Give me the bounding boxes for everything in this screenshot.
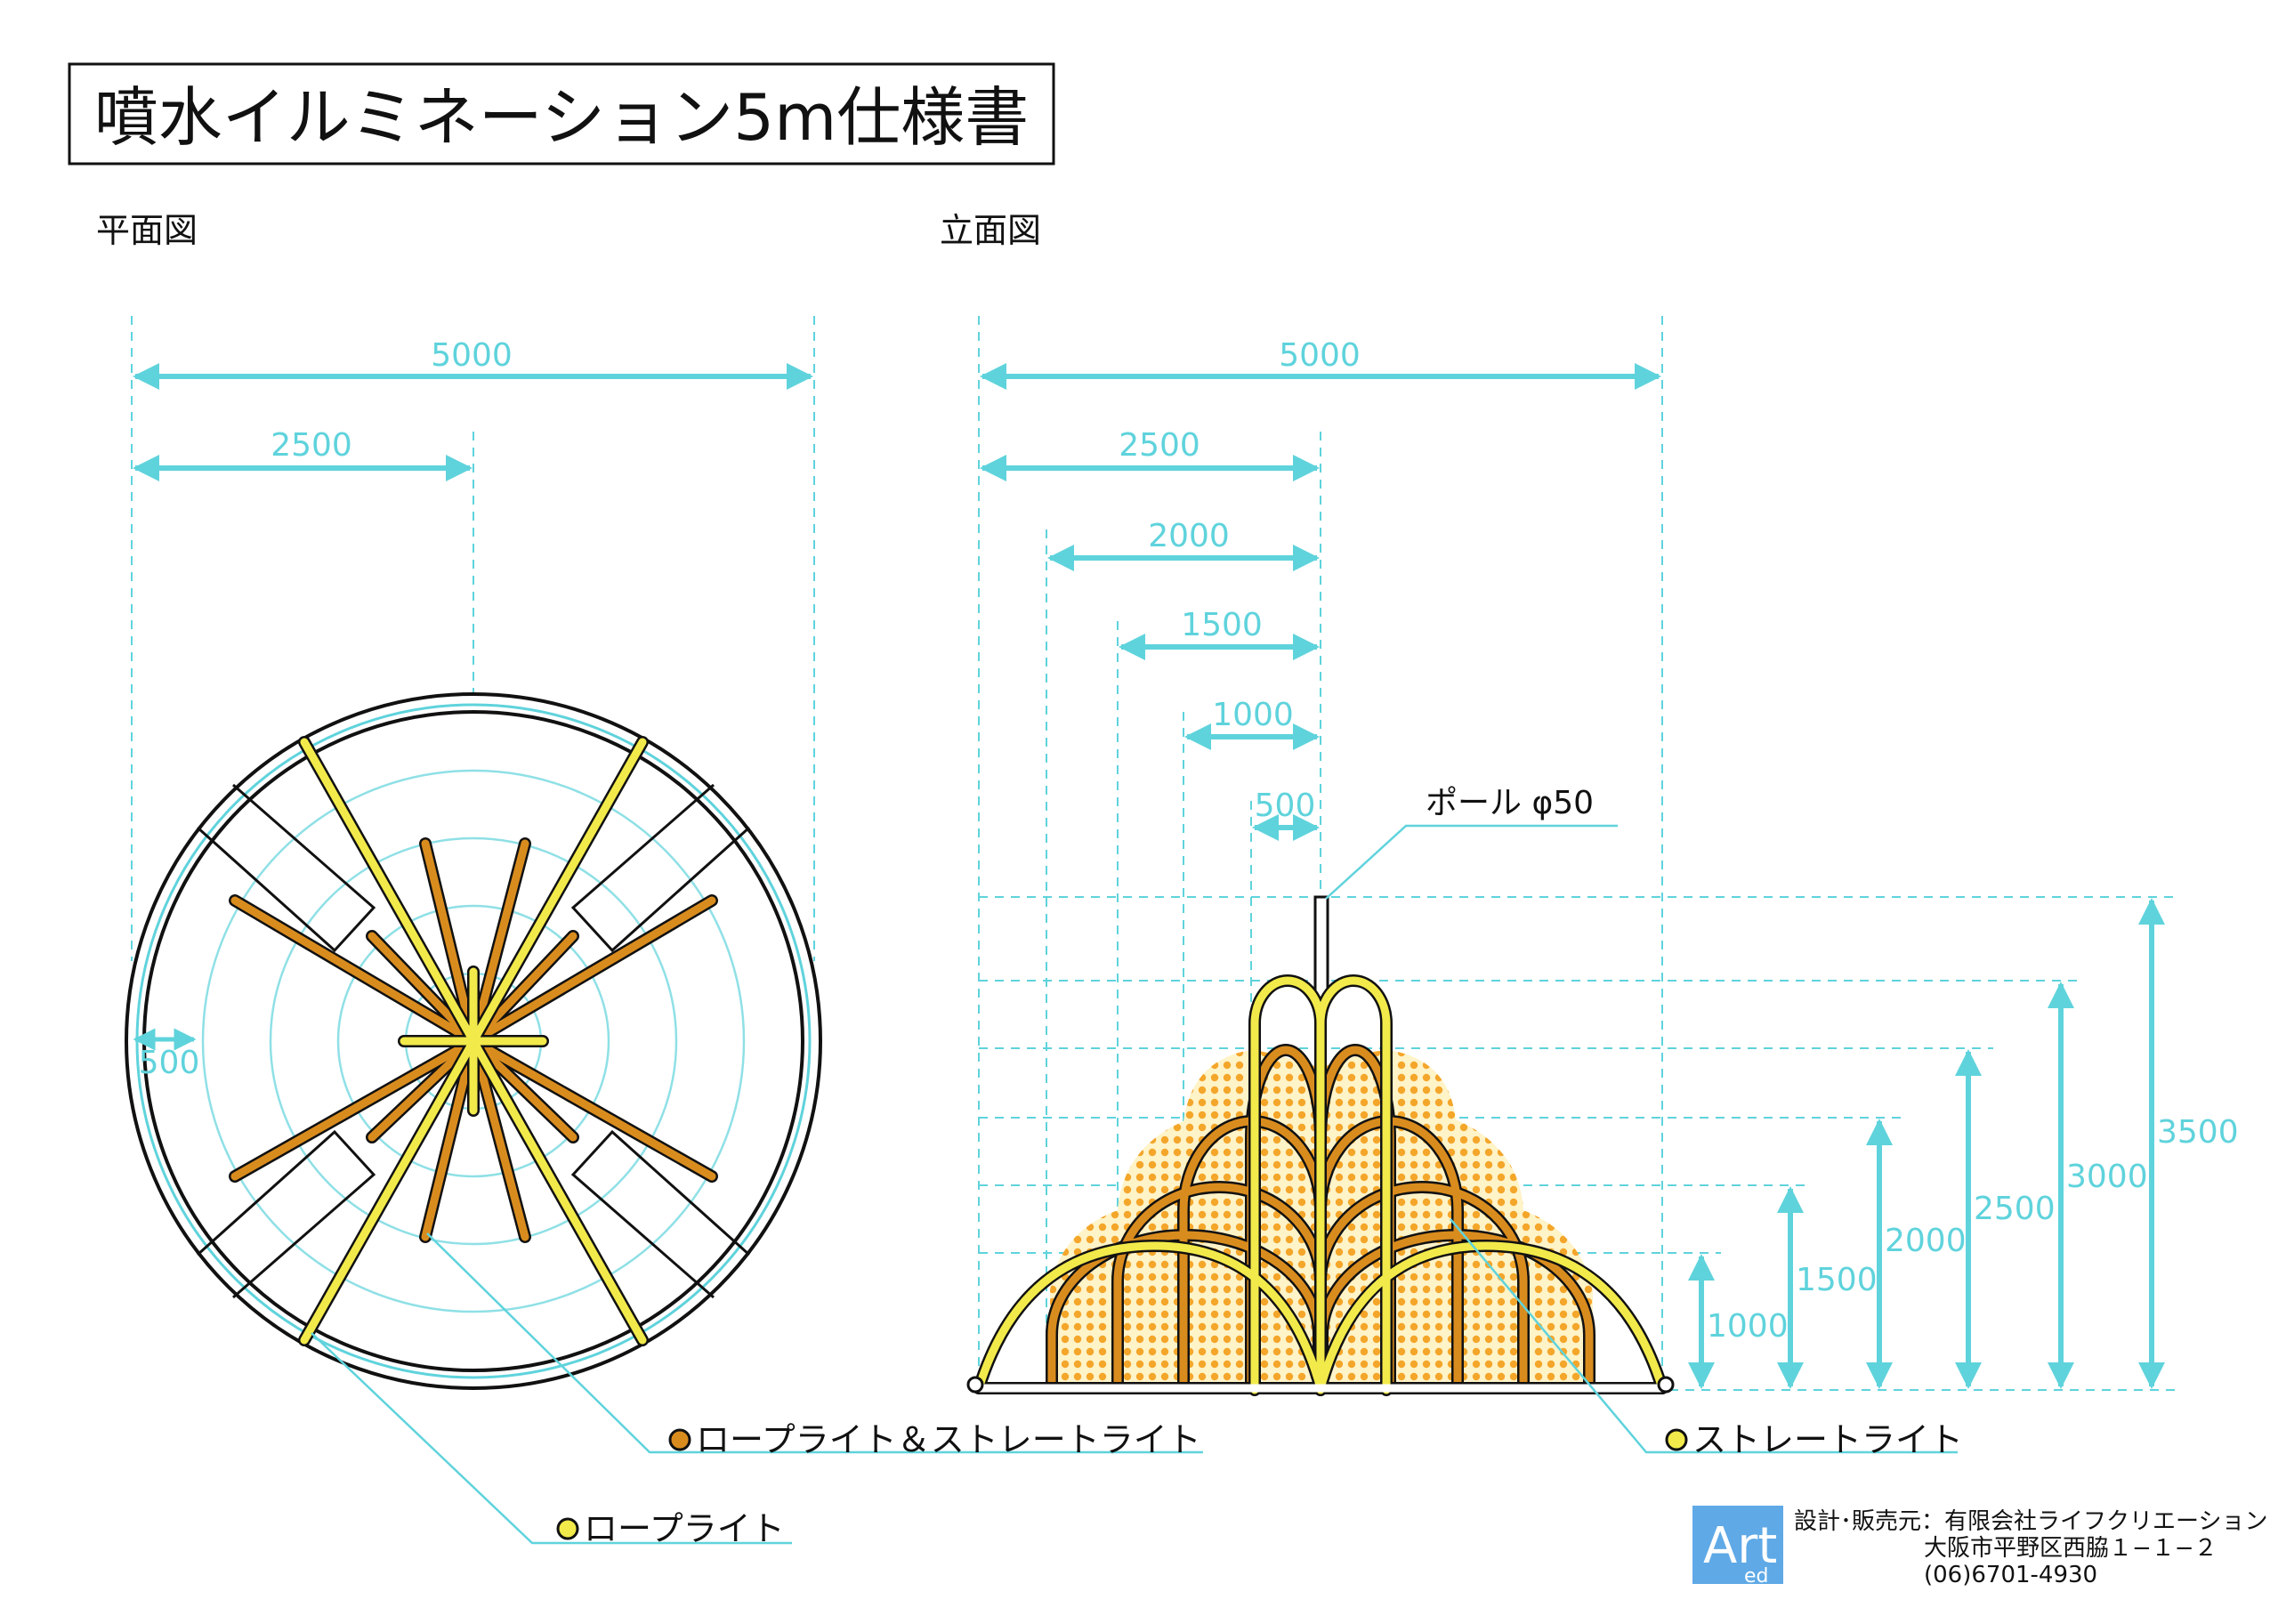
elev-height-2000-label: 2000 (1885, 1223, 1967, 1259)
elev-height-dims (1688, 898, 2165, 1389)
plan-frame-boxes (196, 783, 751, 1299)
elev-width-dims (980, 363, 1661, 841)
legend-orange-dot (668, 1428, 691, 1451)
elev-pole-leader (1325, 824, 1618, 900)
company-logo-sub: ed (1744, 1565, 1769, 1588)
elevation-view: 5000 2500 2000 1500 1000 500 1000 1500 2… (966, 316, 2239, 1454)
company-block: Art ed 設計･販売元：有限会社ライフクリエーション 大阪市平野区西脇１−１… (1692, 1506, 2267, 1588)
plan-view: 5000 2500 500 (125, 316, 1203, 1545)
plan-leader-rope (311, 1332, 792, 1545)
pole-label: ポール φ50 (1426, 785, 1594, 821)
elev-dim-2000-label: 2000 (1148, 518, 1230, 554)
elev-base-right-end (1657, 1376, 1675, 1394)
legend-rope-label: ロープライト (584, 1509, 785, 1548)
page-title: 噴水イルミネーション5m仕様書 (94, 80, 1030, 155)
company-logo (1692, 1506, 1783, 1584)
elev-dim-1000-label: 1000 (1212, 697, 1294, 733)
elev-height-2500-label: 2500 (1974, 1191, 2056, 1227)
plan-guide-lines (131, 316, 815, 961)
legend-yellow-dot-2 (1665, 1428, 1688, 1451)
plan-leader-rope-straight (426, 1232, 1203, 1454)
company-line-1: 設計･販売元：有限会社ライフクリエーション (1794, 1508, 2267, 1535)
legend-rope-straight: ロープライト＆ストレートライト (668, 1420, 1201, 1459)
elev-height-1500-label: 1500 (1796, 1262, 1878, 1298)
legend-straight-label: ストレートライト (1692, 1420, 1963, 1459)
elev-leader-straight (1450, 1218, 1958, 1454)
elev-dim-5000-label: 5000 (1279, 337, 1361, 374)
legend-rope: ロープライト (556, 1509, 785, 1548)
plan-dim-5000-label: 5000 (431, 337, 513, 374)
company-line-2: 大阪市平野区西脇１−１−２ (1924, 1535, 2217, 1562)
plan-dim-2500-label: 2500 (271, 427, 352, 464)
elev-height-3000-label: 3000 (2066, 1159, 2148, 1195)
legend-rope-straight-label: ロープライト＆ストレートライト (696, 1420, 1201, 1459)
elevation-view-label: 立面図 (940, 211, 1041, 250)
elev-pole (1313, 895, 1329, 1006)
plan-view-label: 平面図 (96, 211, 198, 250)
plan-dim-500-label: 500 (139, 1045, 200, 1081)
company-line-3: (06)6701-4930 (1924, 1562, 2097, 1588)
elev-dim-1500-label: 1500 (1181, 607, 1263, 643)
elev-yellow-lights (974, 976, 1667, 1394)
elev-dim-2500-label: 2500 (1119, 427, 1200, 464)
elev-height-3500-label: 3500 (2157, 1114, 2239, 1151)
elev-height-1000-label: 1000 (1707, 1308, 1789, 1345)
legend-yellow-dot (556, 1517, 579, 1540)
plan-rope-yellow (300, 738, 647, 1345)
elev-base-left-end (966, 1376, 984, 1394)
elev-dim-500-label: 500 (1255, 788, 1316, 824)
legend-straight: ストレートライト (1665, 1420, 1963, 1459)
title-box: 噴水イルミネーション5m仕様書 (68, 62, 1055, 166)
plan-rope-orange (230, 839, 716, 1241)
company-logo-text: Art (1703, 1517, 1777, 1575)
